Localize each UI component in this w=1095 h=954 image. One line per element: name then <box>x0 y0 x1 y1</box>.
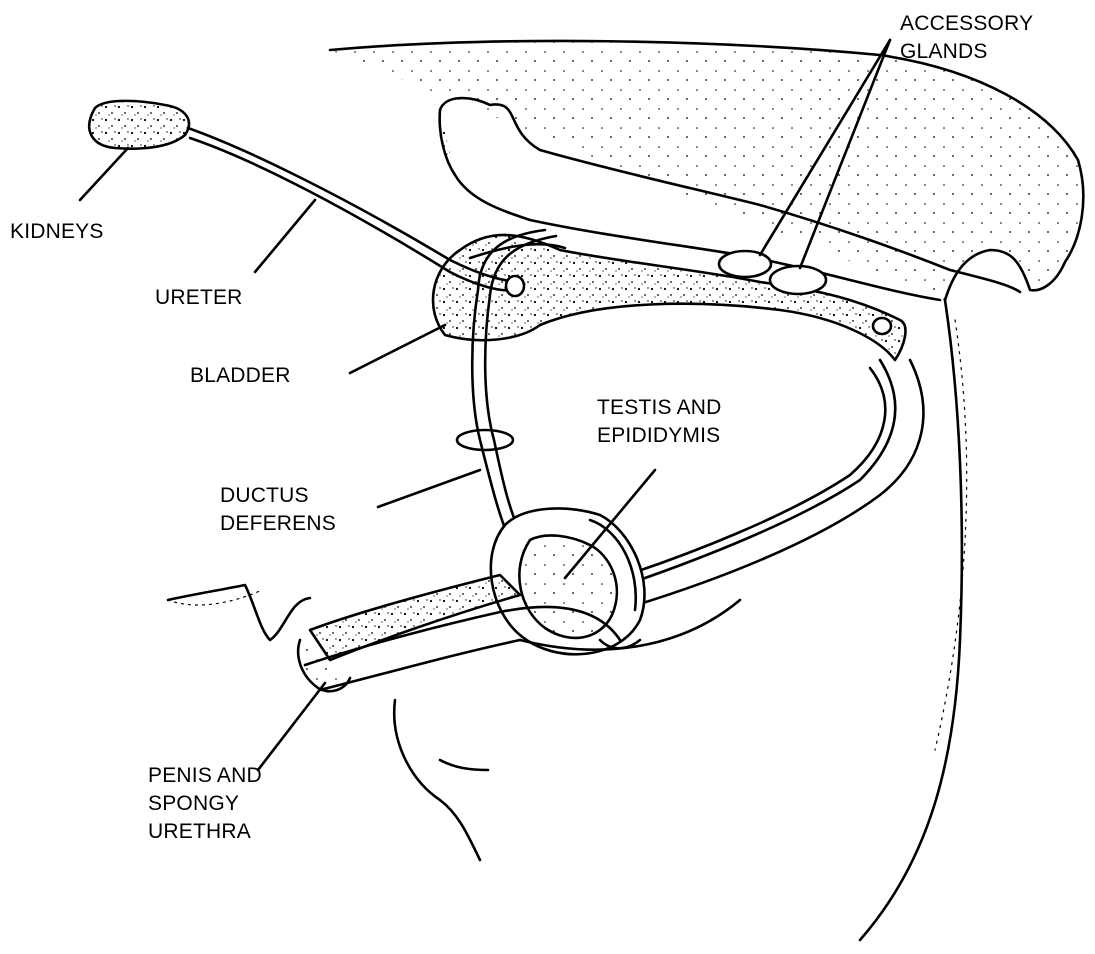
accessory-gland-1 <box>719 251 771 277</box>
label-bladder: BLADDER <box>190 362 291 390</box>
label-penis-line3: URETHRA <box>148 818 262 846</box>
label-accessory-glands-line2: GLANDS <box>900 38 1033 66</box>
leader-ureter <box>255 200 315 272</box>
label-accessory-glands: ACCESSORY GLANDS <box>900 10 1033 66</box>
label-ureter: URETER <box>155 284 243 312</box>
leader-bladder <box>350 325 445 373</box>
kidney-shape <box>89 101 189 149</box>
accessory-gland-2 <box>770 266 826 294</box>
sheath-fold <box>168 585 310 640</box>
label-ductus-line1: DUCTUS <box>220 482 336 510</box>
accessory-gland-3 <box>873 318 891 334</box>
body-back-outline <box>330 41 1083 300</box>
label-penis-line2: SPONGY <box>148 790 262 818</box>
label-testis-line1: TESTIS AND <box>597 394 722 422</box>
leader-ductus <box>378 470 480 507</box>
label-accessory-glands-line1: ACCESSORY <box>900 10 1033 38</box>
leader-kidneys <box>80 148 128 200</box>
leader-penis <box>258 683 325 770</box>
label-ductus-deferens: DUCTUS DEFERENS <box>220 482 336 538</box>
label-kidneys: KIDNEYS <box>10 218 104 246</box>
label-penis-urethra: PENIS AND SPONGY URETHRA <box>148 762 262 846</box>
body-right-edge <box>860 300 962 940</box>
label-penis-line1: PENIS AND <box>148 762 262 790</box>
label-testis-line2: EPIDIDYMIS <box>597 422 722 450</box>
label-testis-epididymis: TESTIS AND EPIDIDYMIS <box>597 394 722 450</box>
label-ductus-line2: DEFERENS <box>220 510 336 538</box>
